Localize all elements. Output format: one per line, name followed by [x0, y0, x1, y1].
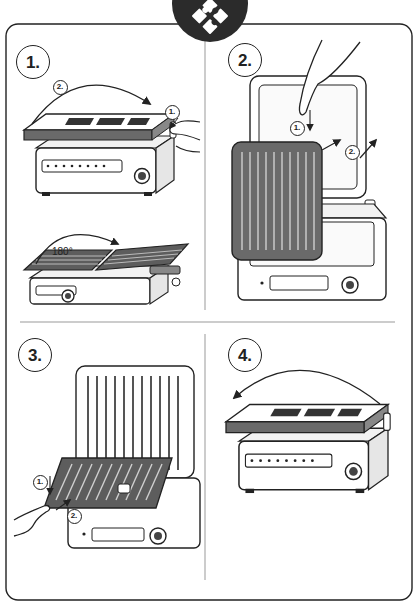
- callout-number: 2.: [345, 145, 360, 160]
- step-label: 2.: [349, 148, 356, 156]
- step-label: 3.: [28, 347, 42, 364]
- step-label: 1.: [169, 108, 176, 116]
- step-label: 2.: [238, 52, 252, 69]
- callout-number: 2.: [67, 509, 82, 524]
- step-number: 1.: [16, 45, 50, 79]
- step-label: 2.: [57, 83, 64, 91]
- angle-label: 180°: [52, 246, 73, 257]
- step-number: 2.: [228, 43, 262, 77]
- step-number: 4.: [228, 338, 262, 372]
- callout-number: 1.: [33, 475, 48, 490]
- callout-number: 2.: [53, 80, 68, 95]
- callout-number: 1.: [165, 105, 180, 120]
- step-label: 1.: [294, 124, 301, 132]
- step-label: 4.: [238, 347, 252, 364]
- step-label: 2.: [71, 512, 78, 520]
- step-label: 1.: [37, 478, 44, 486]
- step-number: 3.: [18, 338, 52, 372]
- step-label: 1.: [26, 54, 40, 71]
- callout-number: 1.: [290, 121, 305, 136]
